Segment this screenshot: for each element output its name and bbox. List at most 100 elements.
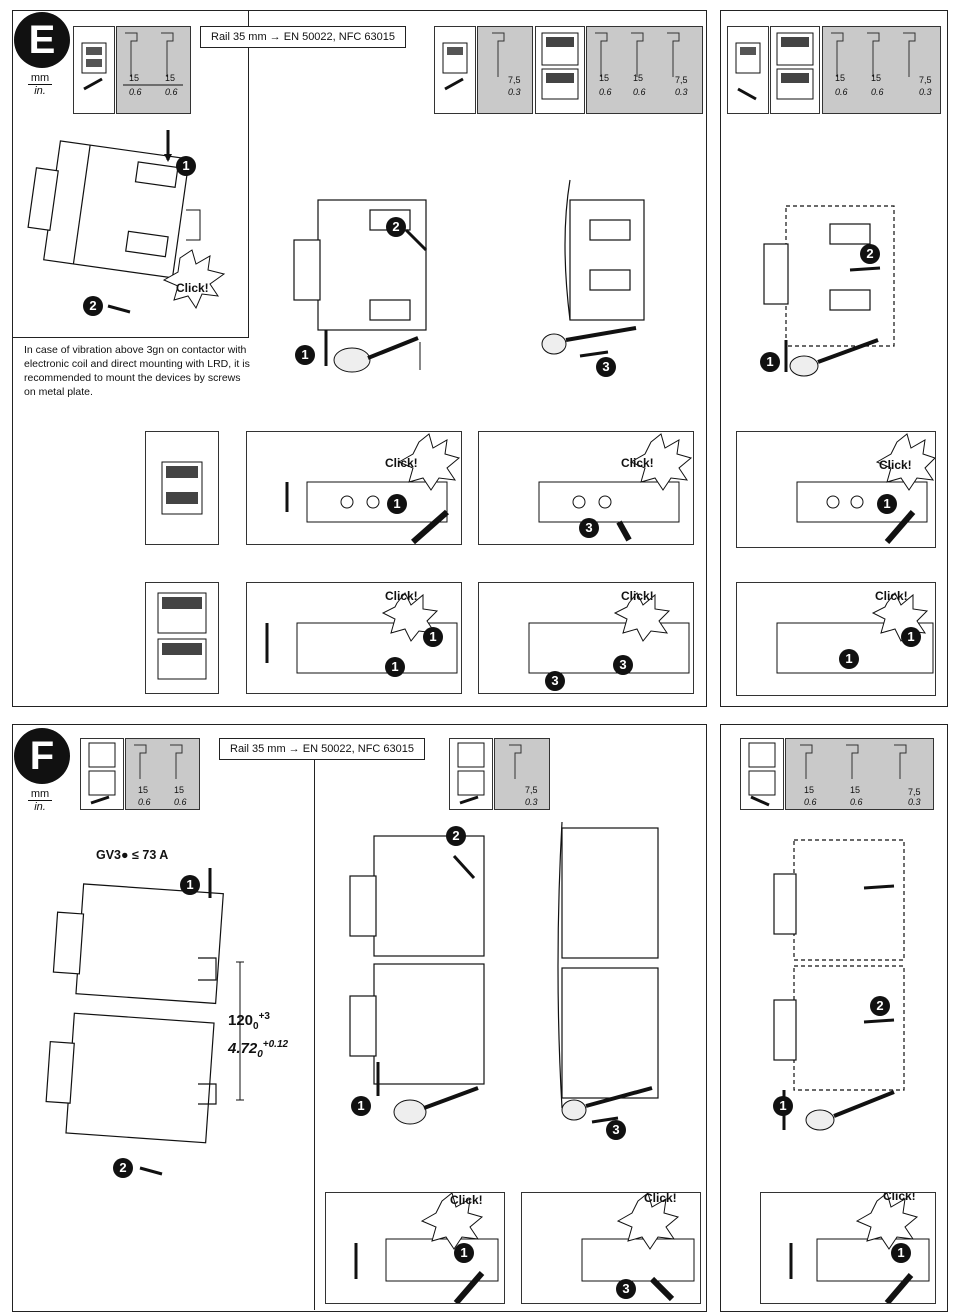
click-burst-icon	[162, 249, 226, 310]
e-mid-step-1: 1	[295, 345, 315, 365]
f-dim-in-2: 0.6	[174, 797, 187, 807]
terminal-block-drawing	[796, 433, 935, 544]
e-row1-pic-2: Click! 3	[478, 431, 694, 545]
section-e-inset-divider	[12, 10, 249, 338]
e-row2-pic-2: Click! 3 3	[478, 582, 694, 694]
f-mid-step-3: 3	[606, 1120, 626, 1140]
device-icon-box-5	[727, 26, 769, 114]
rail-dim-box-2: 7,5 0.3	[477, 26, 533, 114]
contactor-icon	[735, 42, 761, 101]
f-dim-mm-3: 7,5	[525, 785, 538, 795]
section-e-rail-label: Rail 35 mm → EN 50022, NFC 63015	[200, 26, 407, 48]
dim-mm-5: 15	[633, 73, 644, 83]
double-terminal-drawing	[265, 592, 458, 674]
click-burst-icon	[420, 1193, 484, 1250]
stacked-overload-relay-icon	[157, 592, 207, 680]
spacing-mm-row: 1200+3	[228, 1008, 288, 1036]
inset-contactor-drawing	[27, 130, 226, 314]
stacked-contactor-icon	[457, 742, 485, 805]
f-row-pic-1: Click! 1	[325, 1192, 505, 1304]
section-e-units: mm in.	[28, 72, 52, 97]
f-right-stacked-drawing	[773, 839, 905, 1131]
arrow-icon	[83, 77, 103, 91]
section-f-units: mm in.	[28, 788, 52, 813]
e-row2-step-3b: 3	[545, 671, 565, 691]
f-dim-mm-4: 15	[804, 785, 815, 795]
spacing-mm-tol-lower: 0	[253, 1021, 259, 1032]
f-dim-in-1: 0.6	[138, 797, 151, 807]
f-row-step-1b: 1	[891, 1243, 911, 1263]
dim-mm-3: 7,5	[508, 75, 521, 85]
e-row1-step-3: 3	[579, 518, 599, 538]
stacked-contactor-icon	[541, 32, 579, 100]
e-row2-pic-1: Click! 1 1	[246, 582, 462, 694]
click-burst-icon	[629, 433, 693, 491]
rail-profile-drawing	[800, 744, 907, 779]
dim-mm-4: 15	[599, 73, 610, 83]
terminal-block-drawing	[581, 1193, 695, 1302]
dim-in-1: 0.6	[129, 87, 142, 97]
e-contactor-remove-drawing	[293, 199, 428, 331]
f-row-click-1: Click!	[450, 1193, 483, 1207]
e-row2-step-3a: 3	[613, 655, 633, 675]
e-row1-pic-1: Click! 1	[246, 431, 462, 545]
e-lrd-stacked-icon	[145, 582, 219, 694]
f-rail-dim-box-3: 15 0.6 15 0.6 7,5 0.3	[785, 738, 934, 810]
f-row-click-2: Click!	[644, 1192, 677, 1205]
units-mm-f: mm	[28, 788, 52, 801]
rail-profile-drawing	[492, 32, 505, 77]
e-row2-step-1d: 1	[839, 649, 859, 669]
section-f-badge: F	[14, 728, 70, 784]
rail-profile-drawing	[831, 32, 916, 77]
e-right-contactor-drawing	[763, 205, 895, 377]
section-e-badge: E	[14, 12, 70, 68]
arrow-right-icon	[107, 304, 131, 314]
e-row1-click-2: Click!	[621, 456, 654, 470]
spacing-mm-tol-upper: +3	[258, 1011, 270, 1022]
e-row1-click-1: Click!	[385, 456, 418, 470]
stacked-contactor-icon	[748, 742, 776, 807]
f-dim-in-5: 0.6	[850, 797, 863, 807]
spacing-in-row: 4.720+0.12	[228, 1036, 288, 1064]
spacing-in-tol-lower: 0	[257, 1049, 263, 1060]
e-row2-pic-3: Click! 1 1	[736, 582, 936, 696]
f-row-pic-2: Click! 3	[521, 1192, 701, 1304]
f-device-icon-box	[80, 738, 124, 810]
e-mid-step-3: 3	[596, 357, 616, 377]
e-inset-click-label: Click!	[176, 281, 209, 295]
spacing-mm: 120	[228, 1012, 254, 1029]
f-dim-in-4: 0.6	[804, 797, 817, 807]
f-dim-mm-1: 15	[138, 785, 149, 795]
e-inset-step-1: 1	[176, 156, 196, 176]
dim-mm-7: 15	[835, 73, 846, 83]
rail-dim-box-4: 15 0.6 15 0.6 7,5 0.3	[586, 26, 703, 114]
e-mid-step-2: 2	[386, 217, 406, 237]
rail-dim-box-7: 15 0.6 15 0.6 7,5 0.3	[822, 26, 941, 114]
f-mid-step-1: 1	[351, 1096, 371, 1116]
f-mid-step-2: 2	[446, 826, 466, 846]
f-dim-in-6: 0.3	[908, 797, 921, 807]
device-icon-box-6	[770, 26, 820, 114]
stacked-contactor-icon	[88, 742, 116, 805]
dim-mm-1: 15	[129, 73, 140, 83]
dim-mm-9: 7,5	[919, 75, 932, 85]
overload-relay-icon	[161, 461, 203, 515]
f-stacked-side-drawing	[557, 821, 659, 1124]
gv3-device-label: GV3● ≤ 73 A	[96, 848, 169, 862]
double-terminal-drawing	[528, 592, 690, 674]
f-rail-dim-box-2: 7,5 0.3	[494, 738, 550, 810]
section-f-rail-label: Rail 35 mm → EN 50022, NFC 63015	[219, 738, 426, 760]
screwdriver-icon	[324, 330, 421, 373]
f-rail-dim-box: 15 0.6 15 0.6	[125, 738, 200, 810]
dim-mm-2: 15	[165, 73, 176, 83]
units-in-f: in.	[34, 801, 46, 813]
f-row-click-3: Click!	[883, 1192, 916, 1203]
e-row2-click-3: Click!	[875, 589, 908, 603]
f-dim-in-3: 0.3	[525, 797, 538, 807]
f-dim-mm-6: 7,5	[908, 787, 921, 797]
e-row2-step-1b: 1	[385, 657, 405, 677]
units-in: in.	[34, 85, 46, 97]
spacing-in-tol-upper: +0.12	[262, 1039, 289, 1050]
f-stacked-gv3-drawing	[45, 868, 244, 1176]
e-row2-step-1a: 1	[423, 627, 443, 647]
